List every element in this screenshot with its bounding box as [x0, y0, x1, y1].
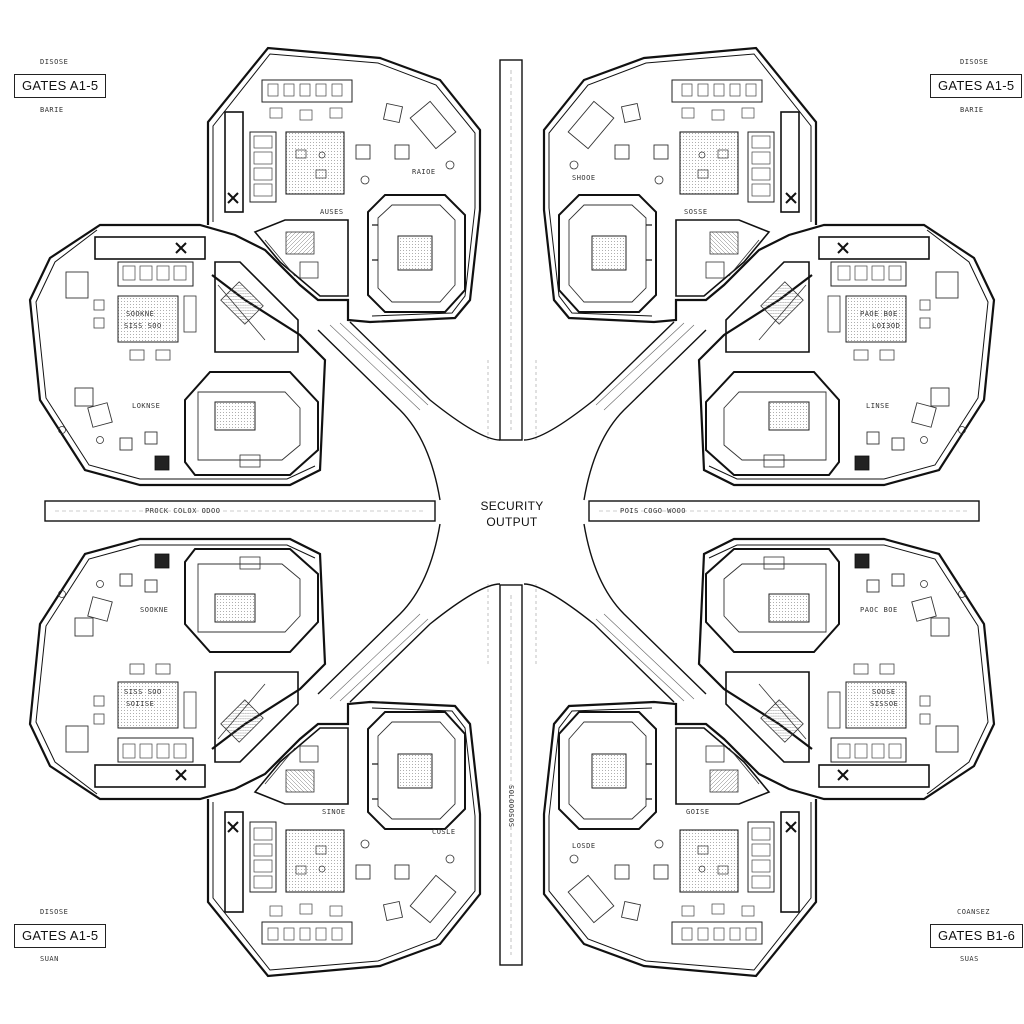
exit-marker-icon: [837, 242, 849, 254]
room-label: COSLE: [432, 828, 456, 836]
gate-caption-above-top-left: DISOSE: [40, 58, 69, 66]
exit-markers: [175, 192, 849, 833]
room-label: LOI3OD: [872, 322, 901, 330]
room-label: AUSES: [320, 208, 344, 216]
exit-marker-icon: [785, 192, 797, 204]
exit-marker-icon: [227, 821, 239, 833]
room-label: SISS SOO: [124, 688, 162, 696]
exit-marker-icon: [227, 192, 239, 204]
terminal-pod-top-right: [522, 46, 996, 502]
gate-caption-above-top-right: DISOSE: [960, 58, 989, 66]
gate-label-top-right: GATES A1-5: [930, 74, 1023, 98]
gate-caption-below-bottom-left: SUAN: [40, 955, 59, 963]
room-label: SHOOE: [572, 174, 596, 182]
exit-marker-icon: [175, 769, 187, 781]
room-label: SISSOE: [870, 700, 899, 708]
room-label: PAOE BOE: [860, 310, 898, 318]
gate-label-bottom-right: GATES B1-6: [930, 924, 1024, 948]
gate-caption-below-top-left: BARIE: [40, 106, 64, 114]
security-output-label: SECURITY OUTPUT: [462, 498, 562, 530]
room-label: PAOC BOE: [860, 606, 898, 614]
exit-marker-icon: [785, 821, 797, 833]
room-label: SOSSE: [684, 208, 708, 216]
corridor-label-west: PROCK COLOX ODOO: [145, 507, 221, 515]
corridor-label-east: POIS COGO WOOO: [620, 507, 687, 515]
room-label: SINOE: [322, 808, 346, 816]
gate-caption-below-bottom-right: SUAS: [960, 955, 979, 963]
room-label: SOOKNE: [140, 606, 169, 614]
gate-caption-below-top-right: BARIE: [960, 106, 984, 114]
room-label: SOOKNE: [126, 310, 155, 318]
gate-label-top-left: GATES A1-5: [14, 74, 107, 98]
room-label: SOIISE: [126, 700, 155, 708]
room-label: LOKNSE: [132, 402, 161, 410]
terminal-pod-bottom-right: [522, 522, 996, 978]
room-label: RAIOE: [412, 168, 436, 176]
security-line: SECURITY: [480, 499, 544, 513]
exit-marker-icon: [175, 242, 187, 254]
terminal-pod-bottom-left: [28, 522, 502, 978]
room-label: SOOSE: [872, 688, 896, 696]
gate-caption-above-bottom-right: COANSEZ: [957, 908, 991, 916]
room-label: GOISE: [686, 808, 710, 816]
room-label: LINSE: [866, 402, 890, 410]
room-label: LOSDE: [572, 842, 596, 850]
output-line: OUTPUT: [486, 515, 538, 529]
exit-marker-icon: [837, 769, 849, 781]
terminal-pod-top-left: [28, 46, 502, 502]
corridor-label-south: SOLOOOSOS: [507, 785, 515, 828]
gate-caption-above-bottom-left: DISOSE: [40, 908, 69, 916]
gate-label-bottom-left: GATES A1-5: [14, 924, 107, 948]
room-label: SISS SOO: [124, 322, 162, 330]
central-corridors: [44, 59, 980, 966]
